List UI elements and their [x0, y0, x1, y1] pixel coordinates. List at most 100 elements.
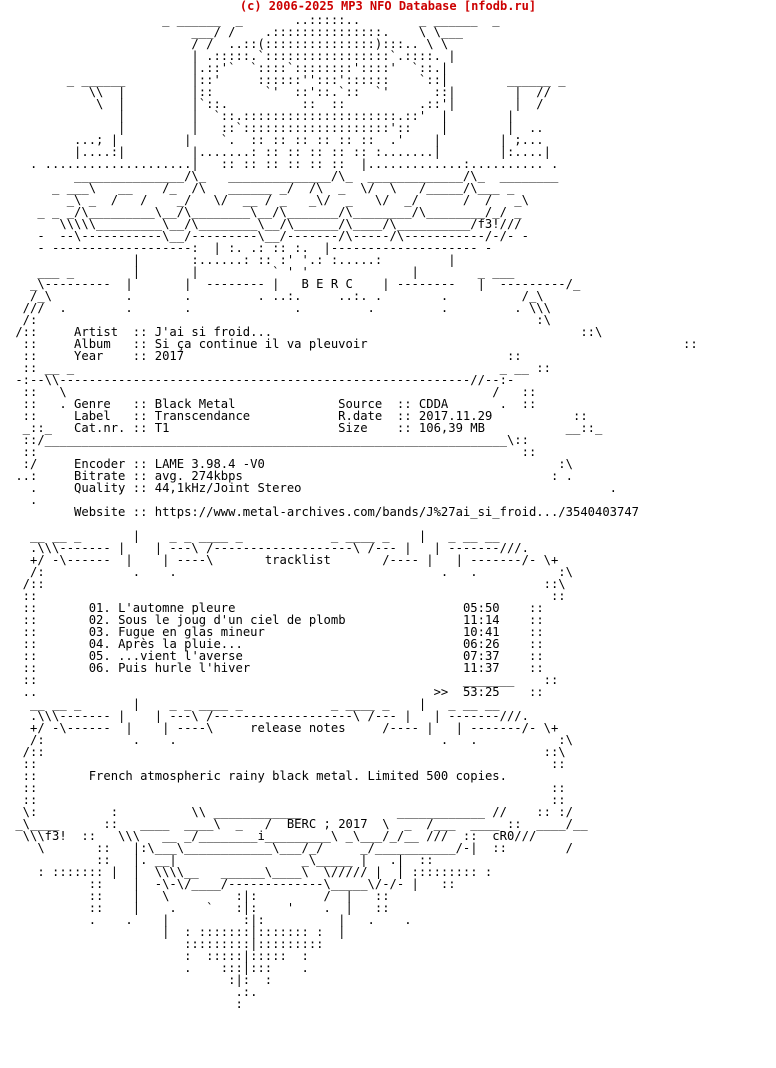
- nfo-line: :: | . ` :|: ' . | ::: [8, 901, 390, 915]
- release-notes-text: French atmospheric rainy black metal. Li…: [88, 769, 507, 783]
- nfo-line: :: French atmospheric rainy black metal.…: [8, 769, 507, 783]
- nfo-line: | : :::::::|::::::: : |: [8, 925, 346, 939]
- nfo-line: | :......: :: :' '.: :.....: |: [8, 253, 456, 267]
- nfo-line: ___/ / .:::::::::::::::. \ \___: [8, 25, 463, 39]
- nfo-line: -:--\\----------------------------------…: [8, 373, 515, 387]
- track-time: 10:41: [462, 625, 500, 639]
- year-value: 2017: [154, 349, 185, 363]
- nfo-line: | | ::`::::::::::::::::::::':: | | ..: [8, 121, 544, 135]
- label-value: Transcendance: [154, 409, 265, 423]
- track-number: 02.: [88, 613, 111, 627]
- nfo-line: \ :: |:\___\____________\___/_/ _/______…: [8, 841, 573, 855]
- nfo-line: :: ::: [8, 781, 566, 795]
- track-number: 05.: [88, 649, 111, 663]
- nfo-line: /:: Artist :: J'ai si froid... ::\: [8, 325, 603, 339]
- nfo-line: \\\f3! :: \\\ __ _/________i_________\ _…: [8, 829, 537, 843]
- nfo-line: _ ______ |::' ::::::'':::':::::: `::| __…: [8, 73, 566, 87]
- website-link[interactable]: https://www.metal-archives.com/bands/J%2…: [154, 505, 640, 519]
- nfo-line: :: 03. Fugue en glas mineur 10:41 ::: [8, 625, 544, 639]
- nfo-line: .:.: [8, 985, 258, 999]
- source-value: CDDA: [418, 397, 449, 411]
- nfo-line: |....:| |.......: :: :: :: :: :: :......…: [8, 145, 551, 159]
- nfo-line: .: [8, 493, 38, 507]
- nfo-line: _ ___\ __ /_ /\ ______ _/ /\ _ \/ \ /___…: [8, 181, 515, 195]
- nfo-line: . ....................| :: :: :: :: :: :…: [8, 157, 559, 171]
- track-row: 03. Fugue en glas mineur 10:41: [89, 625, 500, 639]
- track-row: 05. ...vient l'averse 07:37: [89, 649, 500, 663]
- nfo-line: :: 01. L'automne pleure 05:50 ::: [8, 601, 544, 615]
- nfo-line: __ __ _ | _ _ ____ _ _ ____ _ | _ __ __: [8, 529, 500, 543]
- nfo-line: /:: ::\: [8, 577, 566, 591]
- nfo-line: : :::::|::::: :: [8, 949, 309, 963]
- quality-value: 44,1kHz/Joint Stereo: [154, 481, 302, 495]
- nfo-line: /// . . . . . . . \\\: [8, 301, 551, 315]
- nfo-line: :|: :: [8, 973, 273, 987]
- nfo-line: Website :: https://www.metal-archives.co…: [8, 505, 640, 519]
- nfo-line: :: | -\-\/____/-------------\_____\/-/- …: [8, 877, 456, 891]
- nfo-line: _\____ :: ____ ____\ _ / BERC ; 2017 \ _…: [8, 817, 588, 831]
- track-number: 04.: [88, 637, 111, 651]
- track-title: Puis hurle l'hiver: [118, 661, 251, 675]
- track-time: 11:14: [462, 613, 500, 627]
- track-time: 11:37: [462, 661, 500, 675]
- track-number: 06.: [88, 661, 111, 675]
- nfo-line: :::::::::|:::::::::: [8, 937, 324, 951]
- track-row: 06. Puis hurle l'hiver 11:37: [89, 661, 500, 675]
- nfo-line: :: _______ ::: [8, 673, 559, 687]
- bitrate-value: avg. 274kbps: [154, 469, 243, 483]
- nfo-line: .. >> 53:25 ::: [8, 685, 544, 699]
- nfo-line: :/ Encoder :: LAME 3.98.4 -V0 :\: [8, 457, 573, 471]
- nfo-line: ..: Bitrate :: avg. 274kbps : .: [8, 469, 573, 483]
- nfo-line: +/ -\------ | | ----\ tracklist /---- | …: [8, 553, 559, 567]
- nfo-line: _\--------- | | -------- | B E R C | ---…: [8, 277, 581, 291]
- nfo-line: :: ::: [8, 445, 537, 459]
- track-time: 05:50: [462, 601, 500, 615]
- total-time: 53:25: [462, 685, 500, 699]
- nfo-line: /: . . . . :\: [8, 565, 573, 579]
- nfo-line: /: :\: [8, 313, 551, 327]
- footer-tag: BERC ; 2017: [286, 817, 368, 831]
- nfo-line: : ::::::: | | \\\\__ ______\____\ \/////…: [8, 865, 493, 879]
- nfo-line: | | `::.:::::::::::::::::::::.::' | |: [8, 109, 515, 123]
- nfo-line: :: __ _ _ __ ::: [8, 361, 551, 375]
- nfo-line: _______________/\_ ______________/\_ ___…: [8, 169, 559, 183]
- nfo-line: /:: ::\: [8, 745, 566, 759]
- nfo-line: :: . Genre :: Black Metal Source :: CDDA…: [8, 397, 537, 411]
- nfo-line: __ __ _ | _ _ ____ _ _ ____ _ | _ __ __: [8, 697, 500, 711]
- nfo-line: |.::'` `::::`::::::::'::::' `::.|: [8, 61, 449, 75]
- nfo-line: :: 02. Sous le joug d'un ciel de plomb 1…: [8, 613, 544, 627]
- nfo-ascii-document: _ ______ _ ..:::::.. _ ______ _ ___/ / .…: [8, 13, 698, 1011]
- nfo-line: \\ | |:: `' ::'::.`:: `' ::| | //: [8, 85, 551, 99]
- nfo-line: :: Year :: 2017 ::: [8, 349, 522, 363]
- nfo-line: | .:::::.`:::::::::::::::::`.::::. |: [8, 49, 456, 63]
- track-time: 06:26: [462, 637, 500, 651]
- artist-value: J'ai si froid...: [154, 325, 273, 339]
- nfo-line: - --\-----------\__/---------\__/-------…: [8, 229, 529, 243]
- nfo-line: \\\\\_________\__/\________\__/\______/\…: [8, 217, 522, 231]
- nfo-line: _\ _ / / _/ \/ __ / _ _\/ _ \/ _/ / / _\: [8, 193, 529, 207]
- track-title: L'automne pleure: [118, 601, 236, 615]
- track-row: 02. Sous le joug d'un ciel de plomb 11:1…: [89, 613, 500, 627]
- nfo-line: :: Album :: Si ça continue il va pleuvoi…: [8, 337, 698, 351]
- nfo-line: ...; | | `. :: :: :: :: :: :: .' | | ;..…: [8, 133, 544, 147]
- nfo-line: _ ______ _ ..:::::.. _ ______ _: [8, 13, 500, 27]
- nfo-line: :: 06. Puis hurle l'hiver 11:37 ::: [8, 661, 544, 675]
- nfo-line: . . | :|: | . .: [8, 913, 412, 927]
- nfo-line: :: \ / ::: [8, 385, 537, 399]
- track-row: 01. L'automne pleure 05:50: [89, 601, 500, 615]
- nfo-line: :: Label :: Transcendance R.date :: 2017…: [8, 409, 588, 423]
- catnr-value: T1: [154, 421, 265, 435]
- nfo-line: - -------------------: | :. .: :: :. |--…: [8, 241, 493, 255]
- nfo-line: +/ -\------ | | ----\ release notes /---…: [8, 721, 559, 735]
- nfo-line: :: 04. Après la pluie... 06:26 ::: [8, 637, 544, 651]
- nfo-line: :: ::: [8, 757, 566, 771]
- nfo-line: \: : \\ ____________ ____________ // :: …: [8, 805, 573, 819]
- nfo-line: ___ _ | | ` ' ' | _ ___: [8, 265, 515, 279]
- album-value: Si ça continue il va pleuvoir: [154, 337, 368, 351]
- track-row: 04. Après la pluie... 06:26: [89, 637, 500, 651]
- nfo-line: :: [8, 997, 243, 1011]
- rdate-value: 2017.11.29: [418, 409, 493, 423]
- nfo-line: :: ::: [8, 793, 566, 807]
- track-title: ...vient l'averse: [118, 649, 243, 663]
- nfo-line: :: |. __| _\_____ | .| ::: [8, 853, 434, 867]
